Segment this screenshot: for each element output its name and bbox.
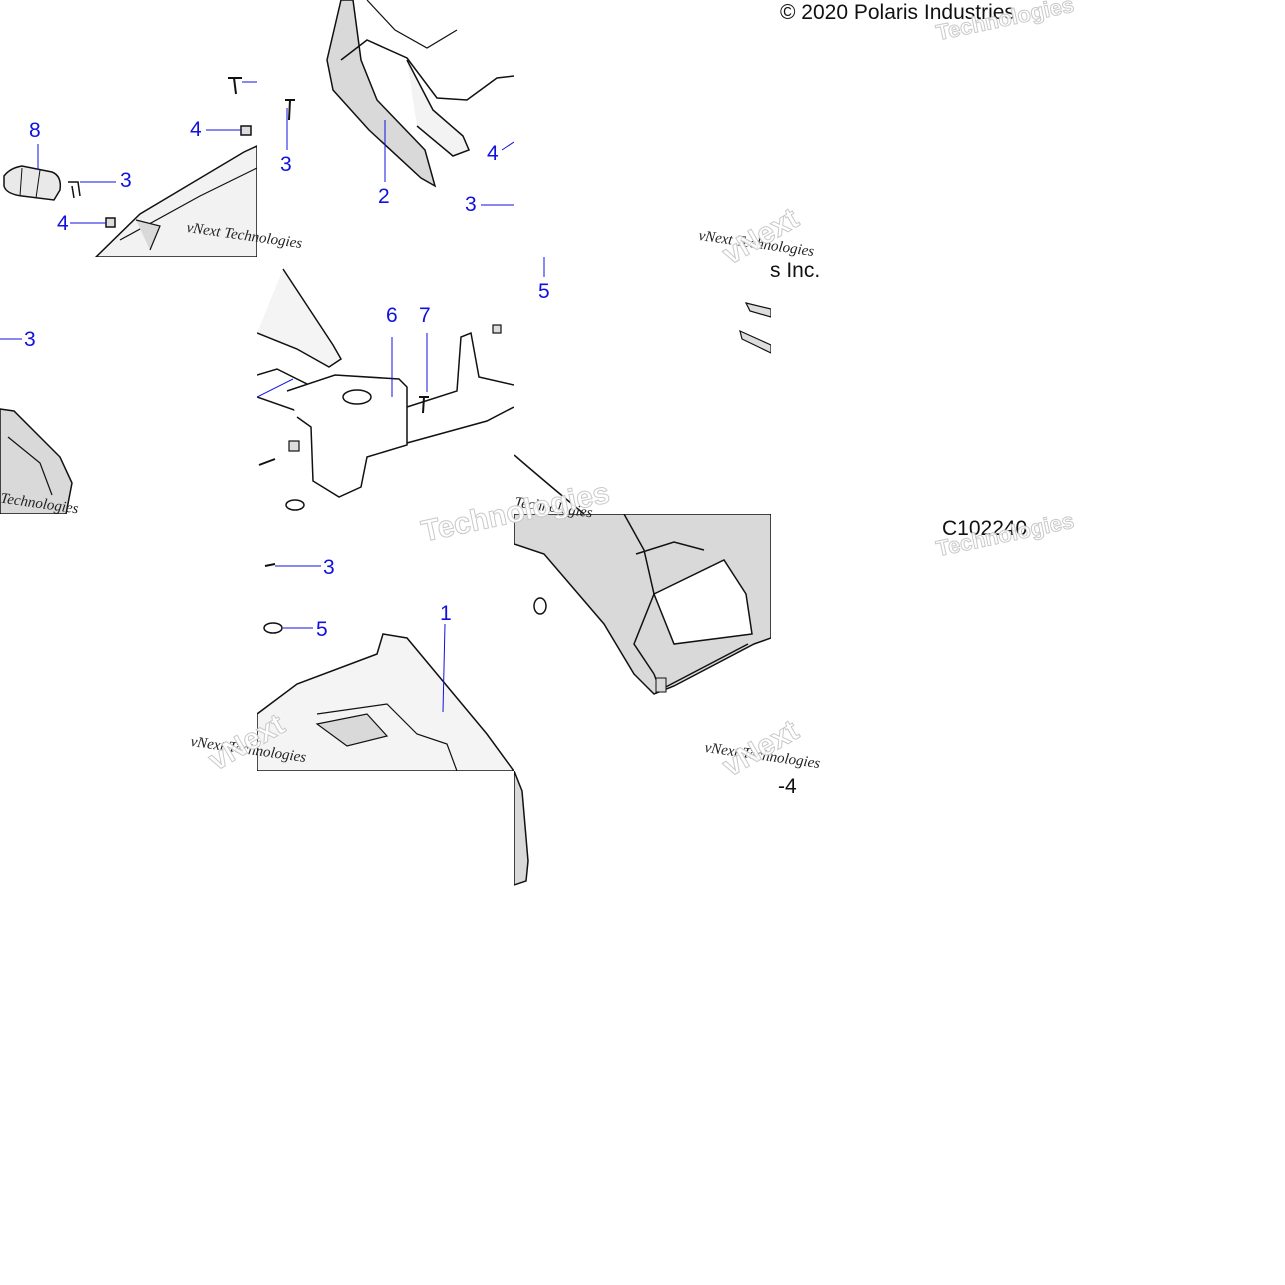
callout-3-mid: 3 [120,169,132,192]
page-fragment: -4 [778,775,797,798]
rail-fragment-drawing [514,257,771,514]
callout-4-top: 4 [190,118,202,141]
starter-bracket-drawing [3,77,257,257]
callout-4-right: 4 [487,142,499,165]
tile-top-left [0,0,257,257]
tile-mid-right [514,257,771,514]
tile-low-right [514,514,771,771]
callout-3-top: 3 [280,153,292,176]
callout-4-low: 4 [57,212,69,235]
callout-8: 8 [29,119,41,142]
callout-6: 6 [386,304,398,327]
callout-5-top: 5 [538,280,550,303]
front-housing-drawing [514,514,771,695]
callout-3-far: 3 [24,328,36,351]
callout-1: 1 [440,602,452,625]
tile-bottom-center [514,771,771,1028]
tile-low-center [257,514,514,771]
tile-top-middle [257,0,514,257]
callout-7: 7 [419,304,431,327]
drawing-id: C102240 [942,517,1028,540]
callout-3-right: 3 [465,193,477,216]
side-panel-drawing [285,0,514,206]
callout-5-low: 5 [316,618,328,641]
copyright-text: © 2020 Polaris Industries [780,1,1015,24]
tile-mid-center [257,257,514,514]
callout-2: 2 [378,185,390,208]
lower-panel-drawing [257,563,514,771]
callout-3-low: 3 [323,556,335,579]
tile-top-right [514,0,1028,257]
edge-fragment-drawing [514,771,529,886]
tile-mid-left [0,257,257,514]
frame-section-drawing [0,338,73,514]
mount-bracket-drawing [257,268,514,511]
copyright-tail: s Inc. [770,259,821,282]
